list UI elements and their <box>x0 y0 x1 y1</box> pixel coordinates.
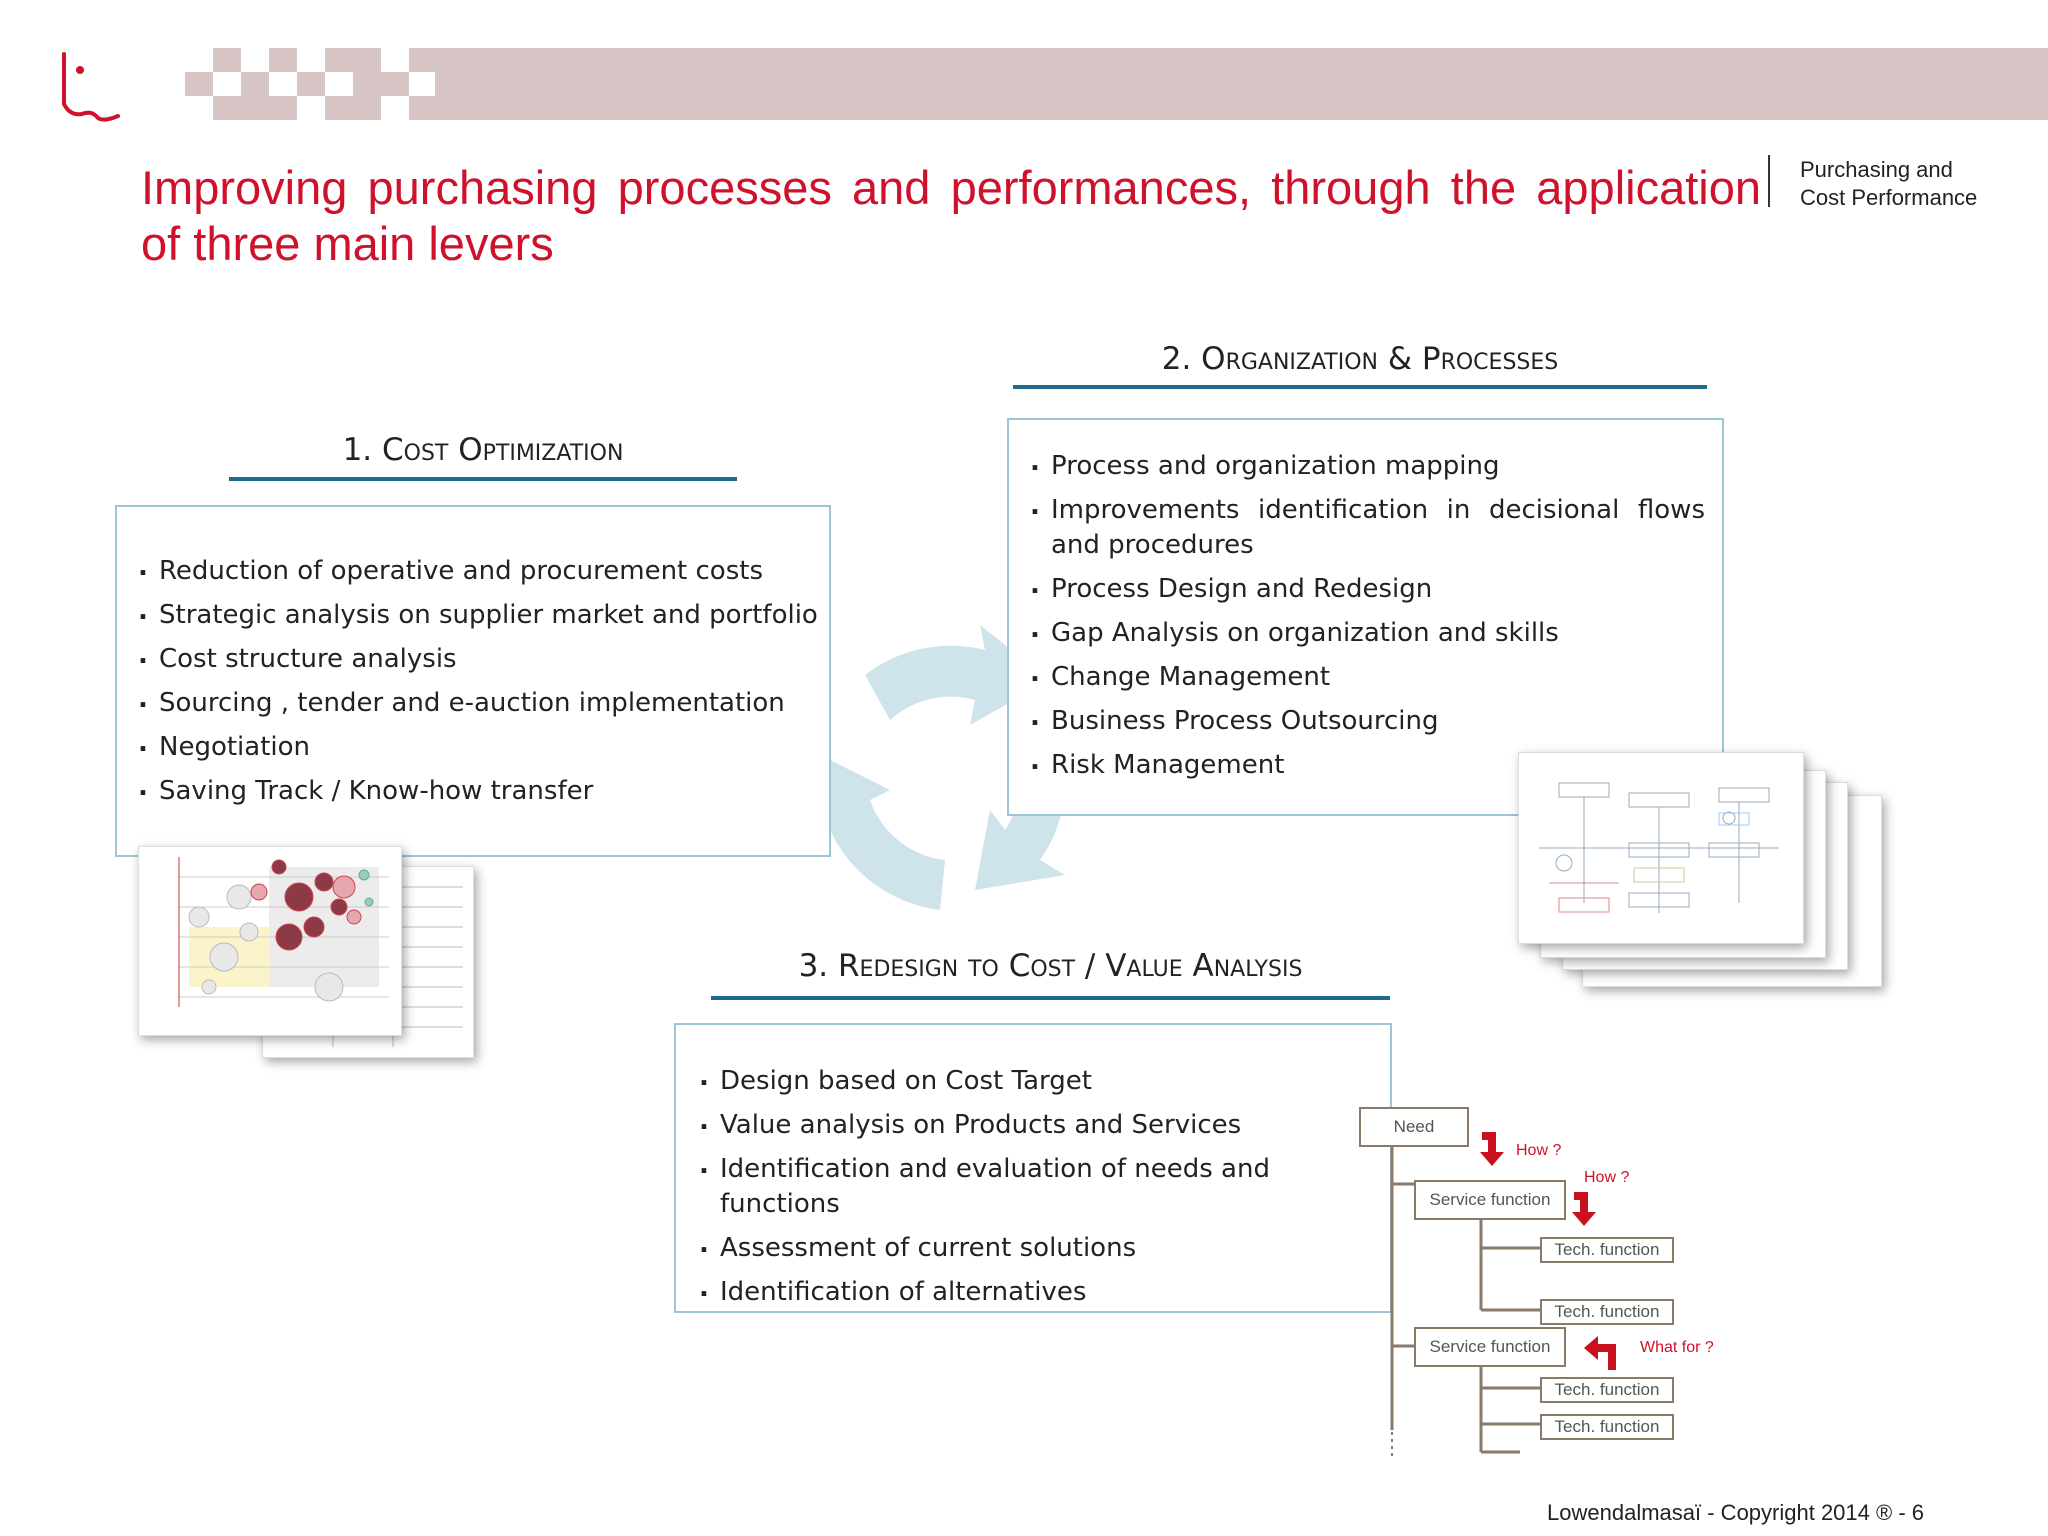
footer-copyright: Lowendalmasaï - Copyright 2014 ® - 6 <box>1547 1500 1924 1525</box>
lever-1-list: Reduction of operative and procurement c… <box>138 550 818 818</box>
list-item: Improvements identification in decisiona… <box>1030 489 1705 563</box>
list-item: Sourcing , tender and e-auction implemen… <box>138 682 818 721</box>
list-item: Assessment of current solutions <box>699 1227 1379 1266</box>
title-divider <box>1768 155 1770 207</box>
tree-node-tech-function: Tech. function <box>1540 1299 1674 1325</box>
how-arrow-icon <box>1572 1192 1596 1226</box>
section-tag-line2: Cost Performance <box>1800 185 1978 210</box>
section-tag-line1: Purchasing and <box>1800 157 1953 182</box>
lever-2-heading: 2. Organization & Processes <box>1161 341 1559 377</box>
tree-node-tech-function: Tech. function <box>1540 1414 1674 1440</box>
process-map-thumbnail <box>1518 752 1804 944</box>
tree-node-service-function: Service function <box>1414 1327 1566 1367</box>
list-item: Reduction of operative and procurement c… <box>138 550 818 589</box>
lever-3-heading: 3. Redesign to Cost / Value Analysis <box>798 948 1303 984</box>
lever-1-rule <box>229 477 737 481</box>
function-tree-connectors <box>1390 1140 1542 1456</box>
tree-node-tech-function: Tech. function <box>1540 1237 1674 1263</box>
bubble-chart-thumbnail <box>138 846 402 1036</box>
list-item: Identification of alternatives <box>699 1271 1379 1310</box>
list-item: Cost structure analysis <box>138 638 818 677</box>
list-item: Design based on Cost Target <box>699 1060 1379 1099</box>
list-item: Identification and evaluation of needs a… <box>699 1148 1379 1222</box>
how-label: How ? <box>1584 1169 1630 1186</box>
list-item: Process Design and Redesign <box>1030 568 1705 607</box>
what-for-arrow-icon <box>1584 1336 1618 1370</box>
list-item: Saving Track / Know-how transfer <box>138 770 818 809</box>
how-label: How ? <box>1516 1142 1562 1159</box>
lever-3-box: Design based on Cost Target Value analys… <box>674 1023 1392 1313</box>
section-tag: Purchasing and Cost Performance <box>1800 156 1977 212</box>
header-checker-pattern <box>185 48 435 120</box>
how-arrow-icon <box>1480 1132 1504 1166</box>
list-item: Value analysis on Products and Services <box>699 1104 1379 1143</box>
list-item: Business Process Outsourcing <box>1030 700 1705 739</box>
page-title: Improving purchasing processes and perfo… <box>141 161 1761 270</box>
list-item: Change Management <box>1030 656 1705 695</box>
list-item: Negotiation <box>138 726 818 765</box>
lever-3-list: Design based on Cost Target Value analys… <box>699 1060 1379 1319</box>
list-item: Gap Analysis on organization and skills <box>1030 612 1705 651</box>
what-for-label: What for ? <box>1640 1339 1714 1356</box>
lever-2-rule <box>1013 385 1707 389</box>
lever-2-list: Process and organization mapping Improve… <box>1030 445 1705 792</box>
list-item: Risk Management <box>1030 744 1705 783</box>
lever-1-heading: 1. Cost Optimization <box>342 432 624 468</box>
lever-3-rule <box>711 996 1390 1000</box>
lever-1-box: Reduction of operative and procurement c… <box>115 505 831 857</box>
list-item: Strategic analysis on supplier market an… <box>138 594 818 633</box>
list-item: Process and organization mapping <box>1030 445 1705 484</box>
tree-node-tech-function: Tech. function <box>1540 1377 1674 1403</box>
tree-node-need: Need <box>1359 1107 1469 1147</box>
company-logo <box>62 52 120 122</box>
tree-node-service-function: Service function <box>1414 1180 1566 1220</box>
header-band <box>185 48 2048 120</box>
lever-2-box: Process and organization mapping Improve… <box>1007 418 1724 816</box>
